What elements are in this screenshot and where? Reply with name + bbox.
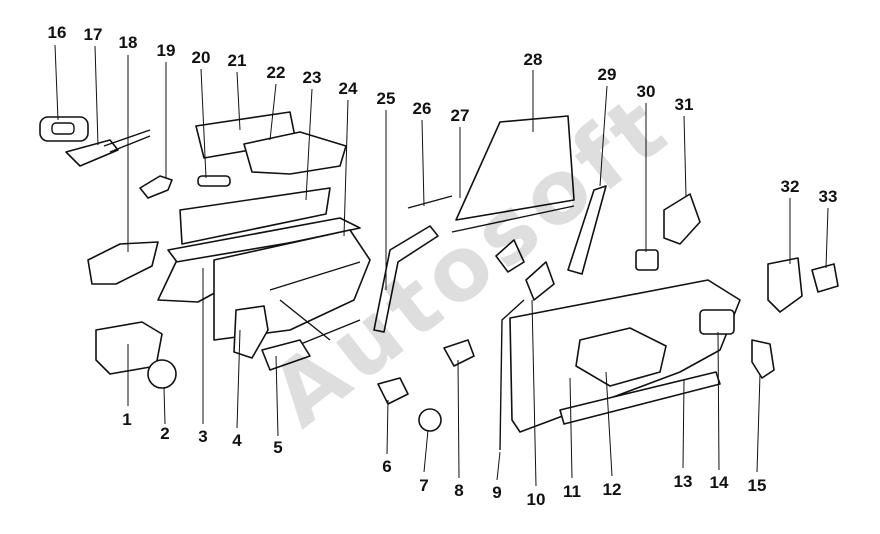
- part-30-clip: [635, 249, 659, 271]
- part-31-latch: [663, 193, 701, 245]
- label-23: 23: [302, 68, 322, 87]
- label-29: 29: [597, 65, 617, 84]
- part-6-rod-clip: [377, 377, 409, 405]
- label-19: 19: [156, 41, 176, 60]
- part-19-lock-knob: [139, 175, 173, 199]
- part-2-speaker: [147, 359, 177, 389]
- part-25-glass-channel: [373, 225, 439, 333]
- label-9: 9: [492, 483, 502, 502]
- label-17: 17: [83, 25, 103, 44]
- part-27-belt-strip: [451, 205, 575, 233]
- label-14: 14: [709, 473, 729, 492]
- part-8-bumper: [443, 339, 475, 367]
- label-16: 16: [47, 23, 67, 42]
- label-28: 28: [523, 50, 543, 69]
- label-26: 26: [412, 99, 432, 118]
- label-4: 4: [232, 431, 242, 450]
- part-4-motor: [233, 305, 269, 359]
- label-15: 15: [747, 476, 767, 495]
- part-23-24-upper-trim: [167, 187, 361, 267]
- label-21: 21: [227, 51, 247, 70]
- label-7: 7: [419, 476, 429, 495]
- part-13-sill-strip: [559, 371, 721, 425]
- part-22-bracket: [243, 131, 347, 175]
- leader-lines: [54, 44, 829, 487]
- part-29-rear-channel: [567, 185, 607, 275]
- label-1: 1: [122, 410, 132, 429]
- label-3: 3: [198, 427, 208, 446]
- label-8: 8: [454, 481, 464, 500]
- label-2: 2: [160, 424, 170, 443]
- label-33: 33: [818, 187, 838, 206]
- part-12-lock-mechanism: [575, 327, 667, 387]
- part-18-armrest: [87, 241, 159, 285]
- label-10: 10: [526, 490, 546, 509]
- part-mirror-bracket: [495, 239, 555, 301]
- part-33-striker: [811, 263, 839, 293]
- label-6: 6: [382, 457, 392, 476]
- label-12: 12: [602, 480, 622, 499]
- label-32: 32: [780, 177, 800, 196]
- part-32-hinge: [767, 257, 803, 313]
- label-27: 27: [450, 106, 470, 125]
- part-15-lock-cylinder: [751, 339, 775, 379]
- part-28-door-glass: [455, 115, 575, 221]
- label-22: 22: [266, 63, 286, 82]
- label-25: 25: [376, 89, 396, 108]
- part-20-clip: [197, 175, 231, 187]
- part-9-link-rod: [499, 299, 525, 451]
- part-5-regulator: [261, 261, 361, 371]
- label-20: 20: [191, 48, 211, 67]
- label-24: 24: [338, 79, 358, 98]
- label-18: 18: [118, 33, 138, 52]
- part-17-handle-linkage: [65, 129, 151, 167]
- part-26-weatherstrip: [407, 195, 453, 209]
- part-16-handle-bezel: [39, 116, 89, 142]
- label-5: 5: [273, 438, 283, 457]
- part-14-outer-handle: [699, 309, 735, 335]
- part-7-grommet: [418, 408, 442, 432]
- label-30: 30: [636, 82, 656, 101]
- label-13: 13: [673, 472, 693, 491]
- label-31: 31: [674, 95, 694, 114]
- label-11: 11: [563, 482, 581, 501]
